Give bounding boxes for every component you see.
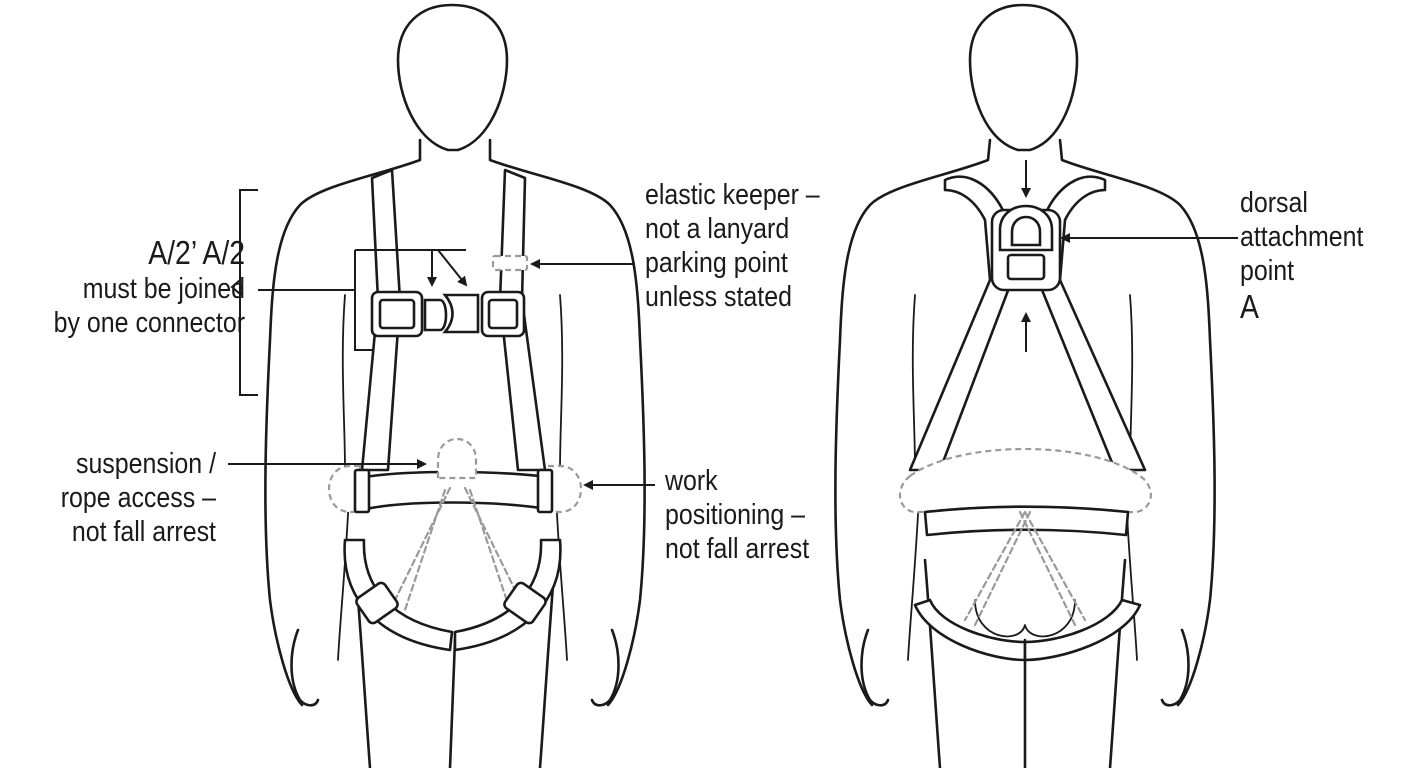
front-side-d-ring-right <box>546 464 582 514</box>
dorsal-code: A <box>1240 288 1259 325</box>
connector-note: A/2’ A/2 must be joined by one connector <box>52 234 245 340</box>
elastic-keeper-line-3: parking point <box>645 247 788 279</box>
front-subpelvic-dashed <box>393 486 522 612</box>
front-left-hand <box>290 628 320 707</box>
front-chest-buckle-left-inner <box>378 298 416 330</box>
front-chest-buckle-right-inner <box>487 298 519 330</box>
dorsal-line-1: dorsal <box>1240 187 1308 219</box>
elastic-keeper-line-1: elastic keeper – <box>645 179 820 211</box>
front-inner-arms <box>337 294 568 661</box>
front-leaders <box>228 189 655 490</box>
front-leg-buckle-right <box>503 581 547 625</box>
front-side-buckle-right <box>536 468 554 514</box>
work-positioning-line-2: positioning – <box>665 499 806 531</box>
elastic-keeper-line-2: not a lanyard <box>645 213 790 245</box>
front-body-outline <box>264 138 646 707</box>
suspension-line-3: not fall arrest <box>71 516 216 548</box>
front-leg-loop-right <box>453 538 562 652</box>
front-head <box>396 3 509 152</box>
back-harness <box>899 175 1152 662</box>
elastic-keeper-line-4: unless stated <box>645 281 792 313</box>
dorsal-label: dorsal attachment point A <box>1240 186 1363 326</box>
dorsal-line-2: attachment <box>1240 221 1364 253</box>
work-positioning-line-1: work <box>665 465 718 497</box>
work-positioning-label: work positioning – not fall arrest <box>665 464 809 566</box>
elastic-keeper-label: elastic keeper – not a lanyard parking p… <box>645 178 820 314</box>
back-figure <box>834 3 1216 768</box>
connector-code: A/2’ A/2 <box>148 234 245 271</box>
back-inner-arms <box>907 294 1138 661</box>
connector-bracket <box>230 189 258 396</box>
back-head <box>968 3 1079 152</box>
dorsal-line-3: point <box>1240 255 1295 287</box>
front-side-buckle-left <box>353 468 371 514</box>
back-legs <box>923 558 1127 768</box>
dorsal-slider <box>1006 253 1046 281</box>
back-buttocks <box>974 599 1076 638</box>
back-left-hand <box>860 628 890 707</box>
front-elastic-keeper <box>491 254 529 272</box>
back-leg-loop-right <box>1023 598 1142 662</box>
back-leaders <box>1021 160 1238 352</box>
front-right-hand <box>590 628 620 707</box>
suspension-line-1: suspension / <box>75 448 216 480</box>
front-figure <box>264 3 646 768</box>
back-right-hand <box>1160 628 1190 707</box>
connector-leader <box>258 250 372 351</box>
front-suspension-ring <box>436 437 478 480</box>
front-side-d-ring-left <box>328 464 362 514</box>
front-chest-d-ring-left <box>423 298 448 332</box>
suspension-line-2: rope access – <box>60 482 217 514</box>
connector-line-2: by one connector <box>53 307 245 339</box>
back-subpelvic-dashed <box>963 510 1087 627</box>
front-chest-d-ring-right <box>442 293 480 334</box>
back-waist-belt-dashed <box>899 447 1152 514</box>
connector-line-1: must be joined <box>82 273 245 305</box>
dorsal-d-ring-inner <box>1010 215 1042 247</box>
back-body-outline <box>834 138 1216 707</box>
connector-arrow-2 <box>437 249 468 287</box>
front-leg-buckle-left <box>355 581 399 625</box>
work-positioning-line-3: not fall arrest <box>665 533 810 565</box>
suspension-label: suspension / rope access – not fall arre… <box>39 447 216 549</box>
front-harness <box>328 168 582 652</box>
